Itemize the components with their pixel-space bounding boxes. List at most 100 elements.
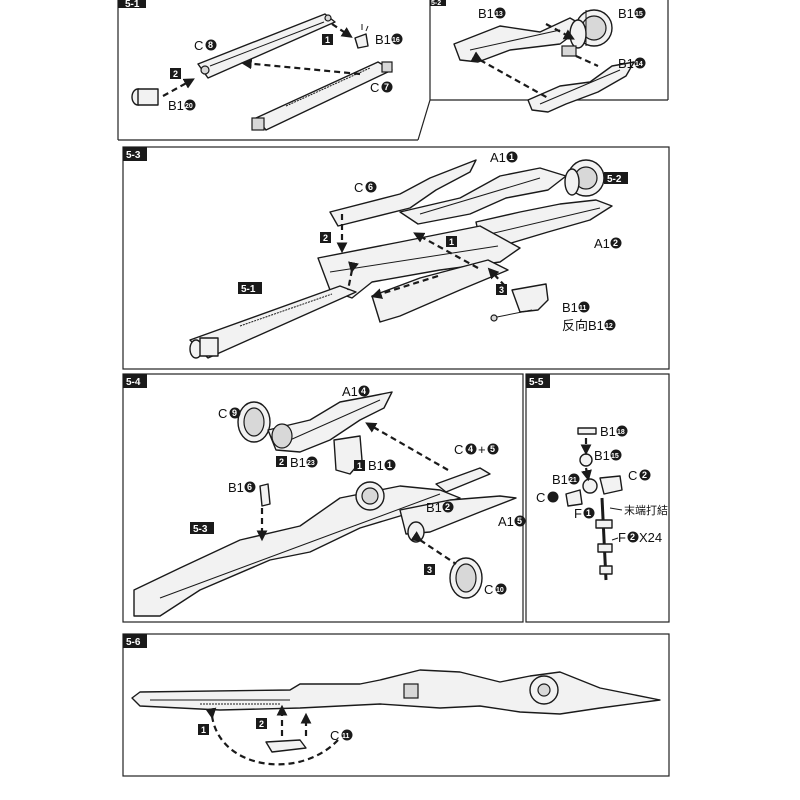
- step-tag-5-1: 5-1: [118, 0, 146, 10]
- svg-text:5-2: 5-2: [431, 0, 441, 7]
- svg-text:6: 6: [368, 182, 373, 192]
- svg-text:A1: A1: [342, 384, 358, 399]
- arrow-55-b: [581, 467, 592, 482]
- ref-tag-5-3: 5-3: [190, 522, 214, 535]
- svg-text:C: C: [370, 80, 379, 95]
- svg-text:5-4: 5-4: [126, 377, 141, 388]
- svg-text:C: C: [330, 728, 339, 743]
- step-tag-5-5: 5-5: [526, 374, 550, 388]
- part-c3-hinge: [565, 489, 583, 507]
- part-c6-upper: [329, 159, 477, 227]
- svg-text:2: 2: [279, 457, 284, 467]
- part-b1-21-joint: [582, 478, 598, 494]
- svg-text:F: F: [574, 506, 582, 521]
- svg-text:B1: B1: [228, 480, 244, 495]
- part-c2-hinge: [599, 475, 623, 495]
- svg-text:14: 14: [635, 61, 643, 68]
- svg-text:B1: B1: [168, 98, 184, 113]
- part-wheel-5-2: [564, 159, 605, 197]
- svg-text:5-1: 5-1: [125, 0, 140, 10]
- svg-text:B1: B1: [562, 300, 578, 315]
- svg-text:C: C: [628, 468, 637, 483]
- arrow-curve-56: [205, 707, 339, 766]
- part-b1-11-bracket: [490, 283, 549, 322]
- svg-text:20: 20: [185, 103, 193, 110]
- step-tag-5-4: 5-4: [123, 374, 147, 388]
- svg-text:7: 7: [384, 82, 389, 92]
- svg-text:18: 18: [617, 429, 625, 436]
- svg-text:B1: B1: [594, 448, 610, 463]
- svg-text:B1: B1: [368, 458, 384, 473]
- svg-text:4: 4: [468, 444, 473, 454]
- svg-text:11: 11: [342, 733, 350, 740]
- part-b1-20-cap: [131, 88, 159, 106]
- svg-text:1: 1: [509, 152, 514, 162]
- svg-text:1: 1: [449, 237, 454, 247]
- svg-text:B1: B1: [375, 32, 391, 47]
- part-c4-5-blade: [435, 467, 491, 493]
- svg-text:C: C: [454, 442, 463, 457]
- svg-text:1: 1: [387, 460, 392, 470]
- svg-text:X24: X24: [639, 530, 662, 545]
- arrow-frame: [470, 51, 549, 99]
- part-main-assembly: [133, 481, 461, 617]
- arrow-1: [331, 23, 353, 38]
- svg-text:2: 2: [323, 233, 328, 243]
- svg-text:15: 15: [611, 453, 619, 460]
- arrow-1-53: [413, 232, 479, 269]
- svg-text:C: C: [536, 490, 545, 505]
- svg-text:2: 2: [642, 470, 647, 480]
- svg-text:B1: B1: [290, 455, 306, 470]
- svg-text:2: 2: [445, 502, 450, 512]
- svg-text:5-3: 5-3: [193, 524, 208, 535]
- part-final-weapon: [131, 669, 661, 715]
- svg-text:2: 2: [173, 69, 178, 79]
- part-c11-piece: [265, 739, 307, 753]
- arrow-barrel-53: [346, 261, 359, 291]
- svg-text:1: 1: [201, 725, 206, 735]
- svg-text:B1: B1: [618, 56, 634, 71]
- svg-text:16: 16: [392, 37, 400, 44]
- svg-text:反向B1: 反向B1: [562, 318, 604, 333]
- svg-text:B1: B1: [426, 500, 442, 515]
- part-f-chain: [595, 497, 613, 581]
- ref-tag-5-2: 5-2: [604, 172, 628, 185]
- part-b1-15-wheel: [569, 9, 613, 49]
- svg-text:8: 8: [208, 40, 213, 50]
- label-c3: C: [536, 490, 559, 505]
- part-b1-16-clip: [354, 24, 369, 49]
- svg-text:5: 5: [517, 516, 522, 526]
- step-tag-5-3: 5-3: [123, 147, 147, 161]
- part-a1-1-frame: [399, 167, 567, 225]
- svg-text:5-2: 5-2: [607, 174, 622, 185]
- svg-text:B1: B1: [552, 472, 568, 487]
- svg-text:11: 11: [579, 305, 587, 312]
- order-badge-1-56: 1: [198, 724, 209, 735]
- svg-text:5-3: 5-3: [126, 150, 141, 161]
- arrow-a14: [365, 422, 449, 471]
- svg-text:C: C: [218, 406, 227, 421]
- step-tag-5-6: 5-6: [123, 634, 147, 648]
- svg-text:A1: A1: [490, 150, 506, 165]
- order-badge-3-54: 3: [424, 564, 435, 575]
- svg-text:23: 23: [307, 460, 315, 467]
- svg-text:C: C: [484, 582, 493, 597]
